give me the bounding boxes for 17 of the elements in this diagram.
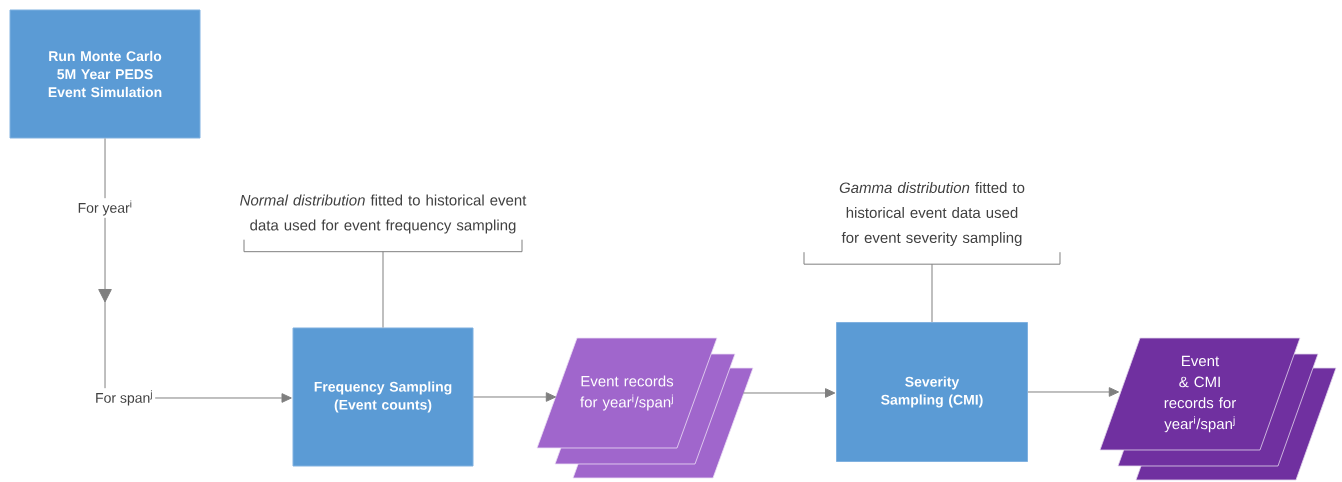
annotation-text: Gamma distribution fitted to historical event data used for event severity sampling: [839, 182, 1025, 246]
annotation-text: Normal distribution fitted to historical event data used for event frequency sampling: [240, 194, 527, 234]
arrow: [473, 392, 557, 402]
process-box: Severity Sampling (CMI): [836, 322, 1028, 462]
arrow: [742, 388, 836, 398]
arrow: [98, 217, 112, 389]
arrow: [1027, 387, 1120, 397]
loop-label: For year$^{i}$: [78, 200, 132, 216]
stacked-parallelogram: Event records for year$^{i}$/span$^{j}$: [536, 337, 754, 479]
bracket-line: [803, 251, 1061, 323]
process-box: Frequency Sampling (Event counts): [292, 327, 474, 467]
arrow: [154, 393, 292, 403]
connector-line: [104, 138, 106, 199]
loop-label: For span$^{j}$: [96, 390, 152, 406]
process-box: Run Monte Carlo 5M Year PEDS Event Simulation: [9, 9, 201, 139]
stacked-parallelogram: Event & CMI records for year$^{i}$/span$^{j}$: [1099, 337, 1337, 481]
bracket-line: [243, 239, 523, 328]
